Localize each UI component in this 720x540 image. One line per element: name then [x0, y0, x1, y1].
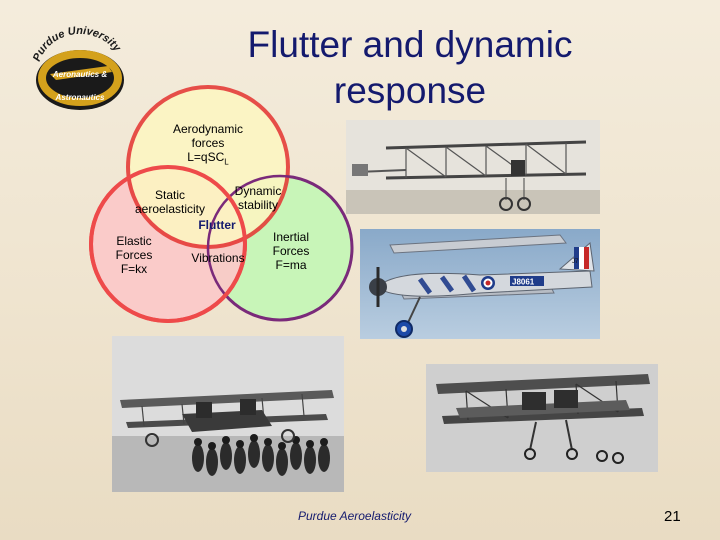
- inertial-line1: Inertial: [272, 230, 310, 244]
- aero-line2: forces: [191, 136, 225, 150]
- footer-text: Purdue Aeroelasticity: [298, 509, 411, 523]
- inertial-forces-label: Inertial Forces F=ma: [266, 230, 316, 272]
- inertial-circle-outline: [206, 174, 354, 322]
- static-aeroelasticity-label: Static aeroelasticity: [130, 188, 210, 216]
- aero-line1: Aerodynamic: [172, 122, 244, 136]
- photo-biplane-in-flight: [426, 364, 658, 472]
- elastic-circle-outline: [89, 165, 247, 323]
- static-line1: Static: [154, 188, 185, 202]
- dynamic-line1: Dynamic: [234, 184, 282, 198]
- logo-upper-arc: Aeronautics &: [52, 70, 107, 79]
- page-number: 21: [664, 508, 681, 525]
- logo-swoosh: [50, 66, 112, 80]
- elastic-line1: Elastic: [116, 234, 152, 248]
- aero-formula: L=qSCL: [187, 150, 229, 167]
- elastic-line2: Forces: [115, 248, 153, 262]
- vibrations-label: Vibrations: [191, 251, 245, 265]
- elastic-forces-label: Elastic Forces F=kx: [108, 234, 160, 276]
- elastic-line3: F=kx: [120, 262, 148, 276]
- logo-ring: [38, 50, 122, 106]
- dynamic-line2: stability: [237, 198, 278, 212]
- slide-title-line2: response: [333, 70, 487, 111]
- inertial-line3: F=ma: [275, 258, 307, 272]
- venn-diagram: [89, 85, 354, 323]
- logo-lower-arc: Astronautics: [55, 93, 105, 102]
- siskin-fin-serial: J7: [572, 259, 579, 265]
- purdue-aa-logo: Purdue University Aeronautics & Astronau…: [31, 25, 124, 110]
- photo-siskin-biplane: J8061 J7: [360, 229, 600, 339]
- slide-title: Flutter and dynamic response: [200, 22, 620, 114]
- dynamic-stability-label: Dynamic stability: [228, 184, 288, 212]
- static-line2: aeroelasticity: [134, 202, 206, 216]
- aero-forces-label: Aerodynamic forces L=qSCL: [168, 122, 248, 169]
- photo-early-biplane: [346, 120, 600, 214]
- slide-title-line1: Flutter and dynamic: [247, 24, 573, 65]
- siskin-fuselage-serial: J8061: [512, 278, 535, 287]
- photo-bomber-crowd: [112, 336, 344, 492]
- flutter-label: Flutter: [198, 218, 236, 232]
- inertial-line2: Forces: [272, 244, 310, 258]
